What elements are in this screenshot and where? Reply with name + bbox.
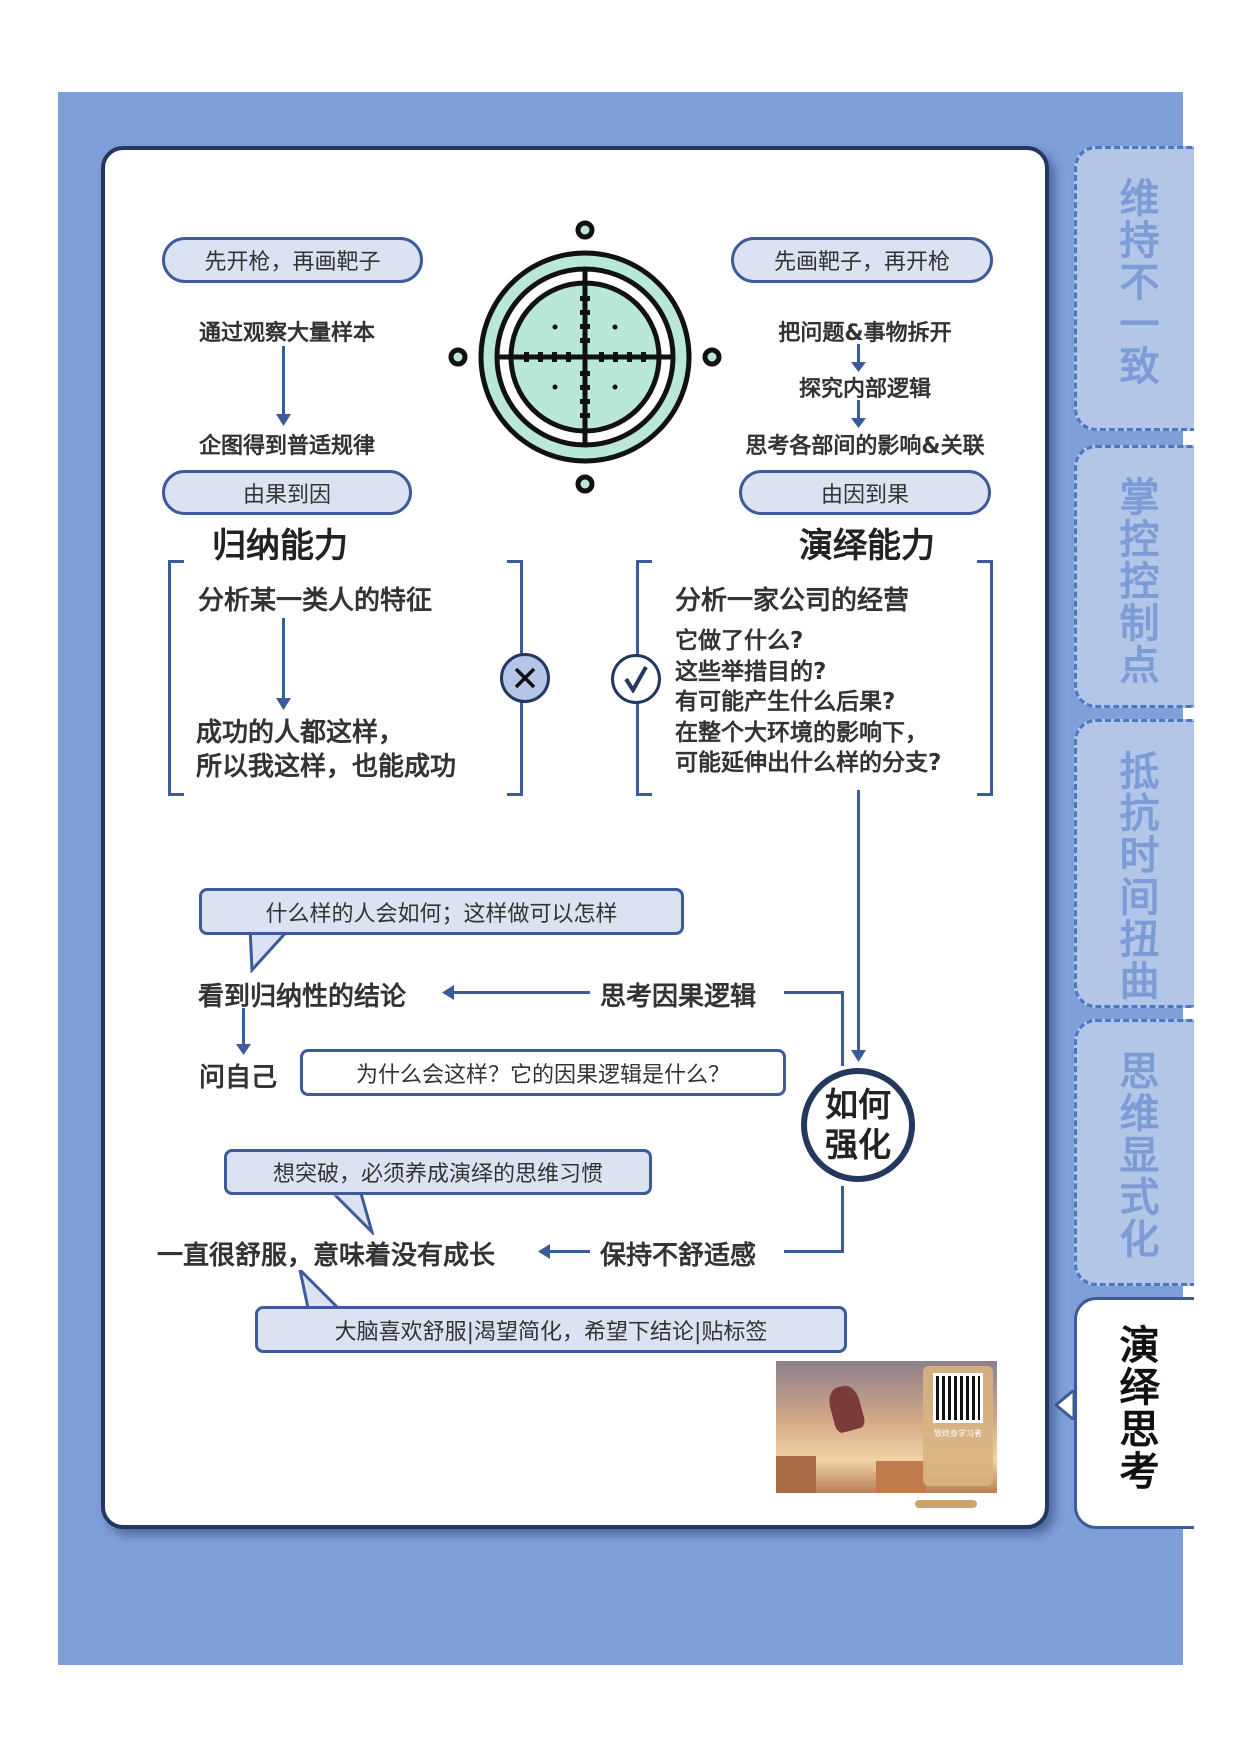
see-inductive-conclusion: 看到归纳性的结论 [198, 982, 407, 1012]
arrow-down-icon [236, 1044, 251, 1055]
question: 这些举措目的? [675, 658, 827, 685]
qr-code-icon[interactable] [933, 1373, 983, 1423]
tab-label: 抵抗时间扭曲 [1112, 750, 1159, 1002]
arrow-left-icon [442, 985, 454, 1000]
tab-explicit-thinking[interactable]: 思维显式化 [1074, 1019, 1194, 1286]
question: 有可能产生什么后果? [675, 689, 896, 715]
deductive-example-title: 分析一家公司的经营 [675, 586, 910, 616]
callout-must-develop-deductive-habit: 想突破，必须养成演绎的思维习惯 [224, 1149, 652, 1195]
tab-deductive-thinking[interactable]: 演绎思考 [1074, 1297, 1194, 1529]
check-circle-icon [611, 654, 661, 704]
arrow-down-icon [851, 362, 866, 372]
connector-line [841, 1186, 844, 1253]
center-label: 如何强化 [825, 1085, 891, 1164]
arrow-down-icon [276, 698, 291, 710]
deductive-direction-pill: 由因到果 [739, 470, 991, 515]
think-causal-logic: 思考因果逻辑 [600, 982, 757, 1012]
books-illustration [776, 1456, 816, 1493]
question: 在整个大环境的影响下， [675, 719, 928, 746]
deductive-step-1: 把问题&事物拆开 [778, 321, 952, 346]
tab-label: 掌控控制点 [1112, 476, 1159, 686]
comfortable-means-no-growth: 一直很舒服，意味着没有成长 [157, 1241, 496, 1271]
inductive-step-2: 企图得到普适规律 [198, 434, 375, 459]
inductive-direction-pill: 由果到因 [162, 470, 412, 515]
connector-line [784, 1250, 844, 1253]
inductive-motto-pill: 先开枪，再画靶子 [162, 237, 423, 283]
arrow-down-icon [276, 414, 291, 426]
arrow-down-icon [851, 1050, 866, 1062]
inductive-step-1: 通过观察大量样本 [198, 321, 375, 346]
tab-maintain-inconsistency[interactable]: 维持不一致 [1074, 146, 1194, 431]
deductive-title: 演绎能力 [799, 526, 935, 566]
inductive-example-line2: 所以我这样，也能成功 [196, 752, 457, 782]
arrow-line [282, 618, 285, 702]
target-crosshair-icon [448, 220, 722, 494]
arrow-line [857, 400, 860, 420]
inductive-example-title: 分析某一类人的特征 [198, 586, 433, 616]
arrow-line [548, 1250, 590, 1253]
promo-button[interactable] [915, 1500, 977, 1508]
how-to-strengthen-circle: 如何强化 [801, 1068, 915, 1182]
arrow-down-icon [851, 418, 866, 428]
tab-control-point[interactable]: 掌控控制点 [1074, 445, 1194, 708]
arrow-line [857, 344, 860, 364]
tab-label: 思维显式化 [1112, 1050, 1159, 1260]
ask-question-box: 为什么会这样？它的因果逻辑是什么？ [300, 1049, 786, 1096]
deductive-questions: 它做了什么? 这些举措目的? 有可能产生什么后果? 在整个大环境的影响下， 可能… [675, 626, 941, 779]
deductive-step-2: 探究内部逻辑 [798, 377, 931, 402]
arrow-left-icon [538, 1244, 550, 1259]
arrow-line [282, 346, 285, 418]
deductive-step-3: 思考各部间的影响&关联 [745, 434, 985, 459]
bracket-right [977, 560, 993, 796]
running-girl-illustration [825, 1382, 867, 1435]
connector-line [841, 991, 844, 1066]
ask-yourself-label: 问自己 [199, 1063, 278, 1093]
arrow-line [452, 991, 590, 994]
bracket-left [168, 560, 184, 796]
callout-brain-likes-comfort: 大脑喜欢舒服|渴望简化，希望下结论|贴标签 [255, 1306, 847, 1353]
active-tab-pointer [1053, 1390, 1076, 1420]
callout-tail [298, 1270, 342, 1310]
callout-what-kind-of-people: 什么样的人会如何；这样做可以怎样 [199, 888, 684, 935]
deductive-motto-pill: 先画靶子，再开枪 [731, 237, 993, 283]
tab-resist-time-distortion[interactable]: 抵抗时间扭曲 [1074, 719, 1194, 1008]
cross-circle-icon [500, 653, 550, 703]
connector-line [857, 790, 860, 1052]
tab-label: 维持不一致 [1112, 177, 1159, 387]
promo-image[interactable]: 致终身学习者 [776, 1361, 997, 1493]
promo-heading: 致终身学习者 [934, 1429, 982, 1438]
callout-tail [327, 1190, 375, 1235]
arrow-line [242, 1008, 245, 1048]
inductive-title: 归纳能力 [212, 526, 348, 566]
connector-line [784, 991, 844, 994]
books-illustration [876, 1461, 926, 1493]
question: 可能延伸出什么样的分支? [675, 750, 942, 776]
question: 它做了什么? [675, 628, 804, 654]
inductive-example-line1: 成功的人都这样， [196, 718, 405, 748]
keep-uncomfortable: 保持不舒适感 [600, 1241, 757, 1271]
tab-label: 演绎思考 [1112, 1324, 1159, 1492]
promo-card: 致终身学习者 [923, 1366, 993, 1486]
